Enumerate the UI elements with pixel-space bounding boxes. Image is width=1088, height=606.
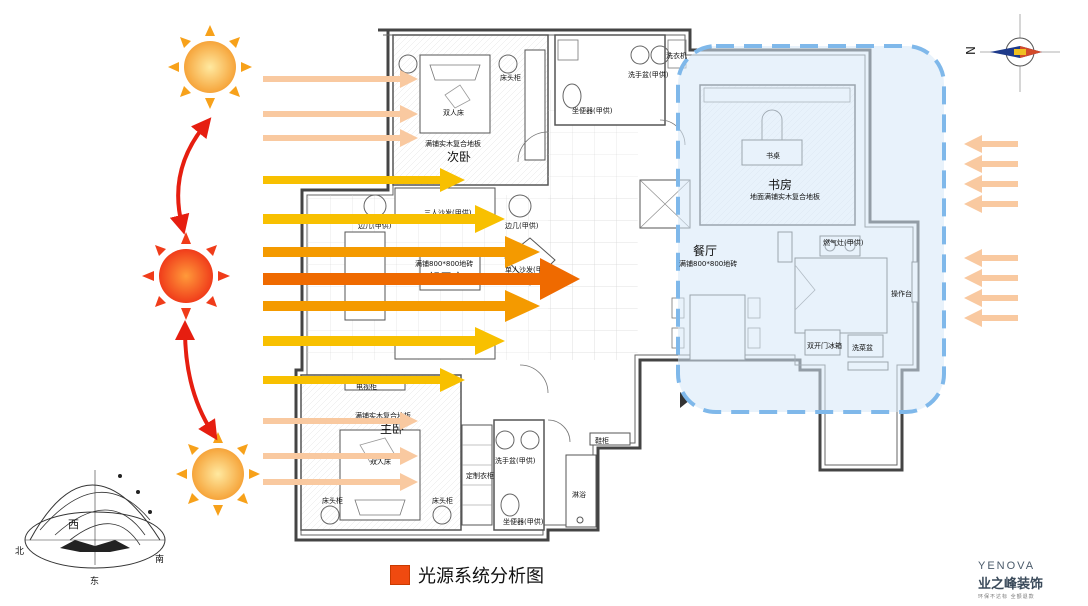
label-living-floor: 满铺800*800地砖 [415,259,473,268]
room-labels: 次卧 满铺实木复合地板 双人床 床头柜 三人沙发(甲供) 单人沙发(甲供) 边几… [322,51,912,526]
brand-slogan: 环保不达标 全额退款 [978,594,1035,600]
label-toilet-top: 坐便器(甲供) [572,106,613,115]
sun-top-icon [168,25,252,109]
brand-name-en: YENOVA [978,560,1036,572]
label-fridge: 双开门冰箱 [807,341,842,350]
west-light-arrows [263,70,580,491]
east-light-zone [676,44,946,414]
brand-name-cn: 业之峰装饰 [978,577,1044,592]
label-second-bedroom: 次卧 [447,150,471,164]
sun-path-south: 南 [155,553,164,565]
label-sofa-three: 三人沙发(甲供) [424,208,472,217]
label-study-floor: 地面满铺实木复合地板 [750,192,820,201]
label-shower: 淋浴 [572,490,586,499]
label-washbasin-bottom: 洗手盆(甲供) [495,456,536,465]
compass-north-letter: N [964,46,978,55]
label-double-bed-top: 双人床 [443,108,464,117]
legend: 光源系统分析图 [390,562,544,588]
compass-icon: N [964,14,1060,92]
label-washbasin-top: 洗手盆(甲供) [628,70,669,79]
label-shoe-cabinet: 鞋柜 [595,436,609,445]
label-dining-room: 餐厅 [693,243,717,258]
label-kitchen-sink: 洗菜盆 [852,343,873,352]
label-side-table-left: 边几(甲供) [358,221,392,230]
sun-path-arrow-lower [175,320,218,441]
label-second-bedroom-floor: 满铺实木复合地板 [425,139,481,148]
label-double-bed-bottom: 双人床 [370,457,391,466]
label-bedside-top: 床头柜 [500,73,521,82]
label-tv-cabinet: 电视柜 [356,382,377,391]
sun-path-west: 西 [68,518,79,531]
label-toilet-bottom: 坐便器(甲供) [503,517,544,526]
sun-path-diagram: 西 南 北 东 [15,470,166,587]
label-wardrobe: 定制衣柜 [466,471,494,480]
label-master-floor: 满铺实木复合地板 [355,411,411,420]
east-light-arrows [964,135,1018,327]
label-bedside-bottom-left: 床头柜 [322,496,343,505]
legend-label: 光源系统分析图 [418,566,544,587]
label-desk: 书桌 [766,151,780,160]
label-side-table-right: 边几(甲供) [505,221,539,230]
label-master-bedroom: 主卧 [380,422,404,436]
label-gas-stove: 燃气灶(甲供) [823,238,864,247]
sun-path-arrow-upper [169,117,212,235]
label-counter: 操作台 [891,289,912,298]
sun-path-north: 北 [15,546,24,557]
label-bedside-bottom-right: 床头柜 [432,496,453,505]
sun-middle-icon [142,232,230,320]
sun-bottom-icon [176,432,260,516]
label-dining-floor: 满铺800*800地砖 [679,259,737,268]
label-study: 书房 [768,177,792,192]
sun-path-east: 东 [90,575,99,587]
brand-logo: YENOVA 业之峰装饰 环保不达标 全额退款 [978,560,1058,600]
label-sofa-single: 单人沙发(甲供) [505,265,553,274]
label-washer: 洗衣机 [666,51,687,60]
legend-swatch [390,565,410,585]
